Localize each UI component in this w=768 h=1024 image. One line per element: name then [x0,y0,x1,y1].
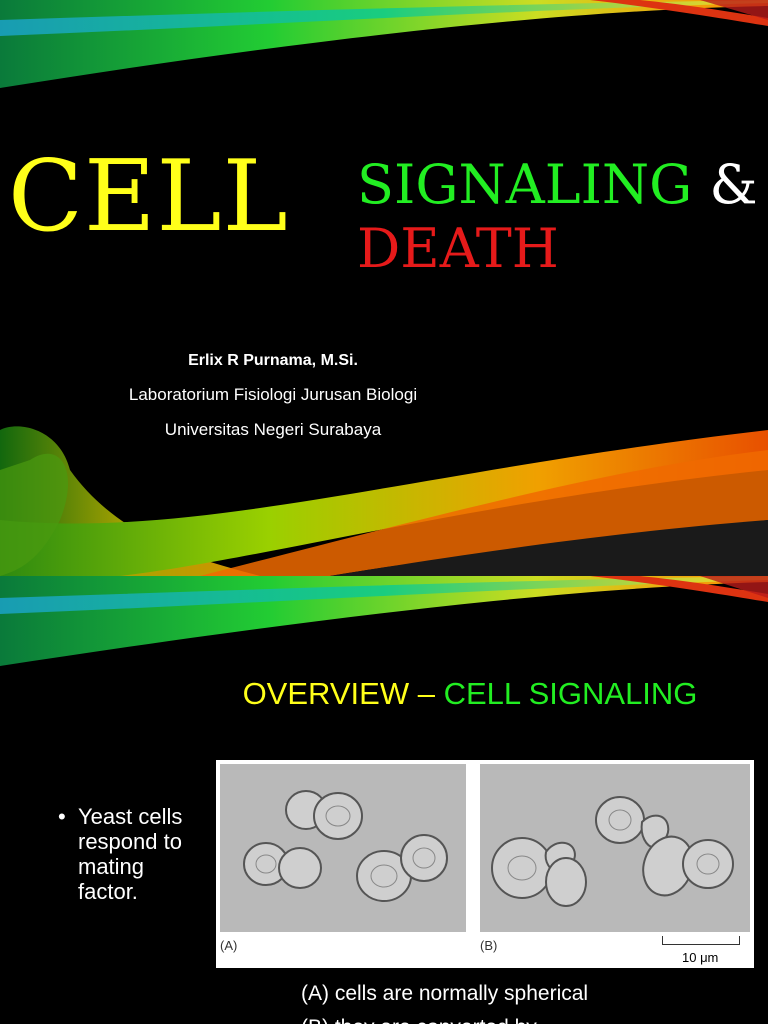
spherical-yeast-cells-image [243,790,448,902]
author-name: Erlix R Purnama, M.Si. [188,352,358,369]
figure-caption-line-2: (B) they are converted by [301,1016,537,1024]
yeast-micrograph-figure: (A) (B) 10 μm [216,760,754,968]
bullet-text: Yeast cells respond to mating factor. [78,804,183,904]
title-topic: CELL SIGNALING [443,676,698,711]
title-dash: – [417,676,435,711]
author-university: Universitas Negeri Surabaya [164,420,382,439]
panel-b-label: (B) [480,938,498,953]
title-ampersand: & [709,153,758,216]
title-signaling-line: SIGNALING & [357,158,758,212]
title-death-word: DEATH [357,217,559,280]
shmoo-yeast-cells-image [491,796,734,907]
title-slide: CELL SIGNALING & DEATH Erlix R Purnama, … [0,0,768,576]
micrograph-panel-b [480,764,750,932]
title-signaling-word: SIGNALING [357,153,693,216]
title-overview: OVERVIEW [242,676,410,711]
micrograph-panel-a [220,764,466,932]
panel-a-label: (A) [220,938,238,953]
scale-bar [662,936,740,945]
scale-bar-label: 10 μm [682,950,719,965]
figure-caption-line-1: (A) cells are normally spherical [301,982,589,1005]
bullet-symbol: • [58,804,66,829]
decorative-swoosh-graphic [0,576,768,666]
decorative-swoosh-graphic [0,0,768,576]
bullet-item: • Yeast cells respond to mating factor. [58,804,208,904]
author-lab: Laboratorium Fisiologi Jurusan Biologi [128,385,418,404]
overview-slide: OVERVIEW – CELL SIGNALING • Yeast cells … [0,576,768,1024]
title-cell-word: CELL [8,140,289,254]
slide-title: OVERVIEW – CELL SIGNALING [0,676,768,712]
